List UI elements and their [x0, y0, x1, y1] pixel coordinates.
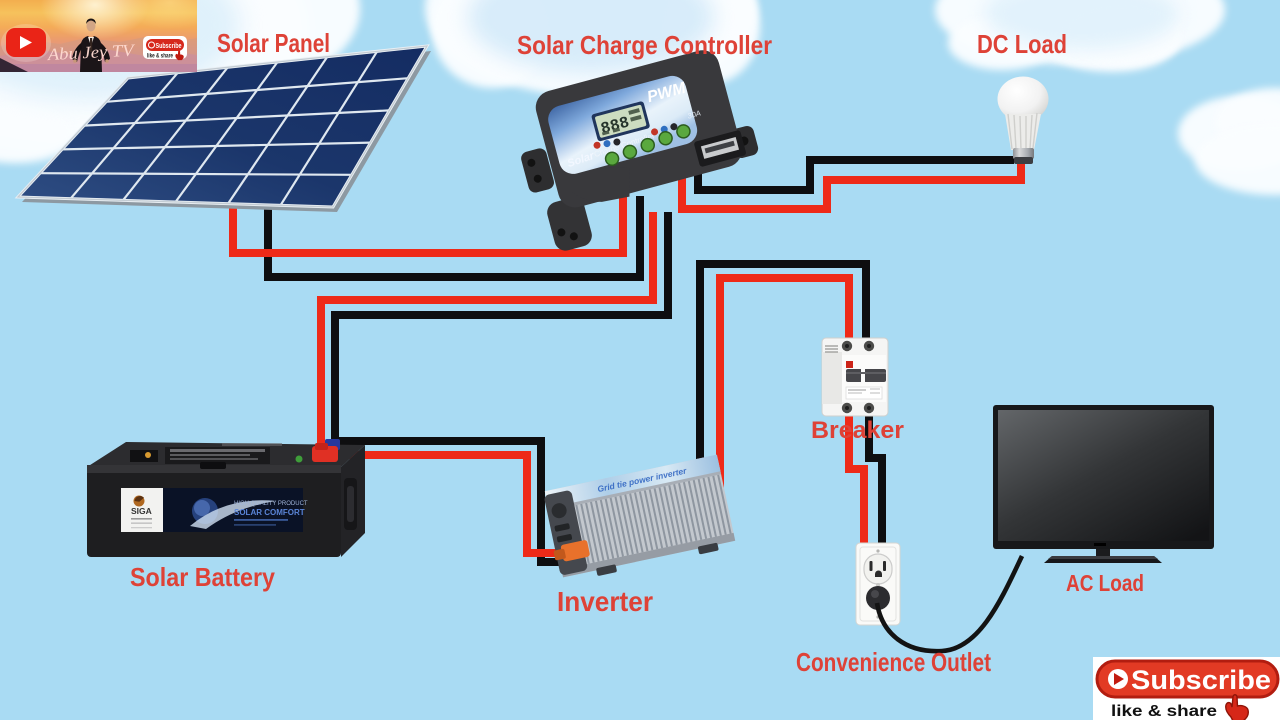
svg-text:Subscribe: Subscribe: [1131, 665, 1271, 695]
svg-text:Solar Charge Controller: Solar Charge Controller: [517, 30, 772, 60]
svg-text:Solar Panel: Solar Panel: [217, 28, 330, 58]
svg-text:DC Load: DC Load: [977, 29, 1067, 59]
svg-text:SIGA: SIGA: [131, 506, 152, 516]
svg-text:HIGH QUALITY PRODUCT: HIGH QUALITY PRODUCT: [234, 501, 308, 507]
svg-text:Convenience Outlet: Convenience Outlet: [796, 647, 991, 677]
svg-text:Inverter: Inverter: [557, 586, 653, 617]
svg-text:30A: 30A: [686, 108, 701, 120]
svg-text:like & share: like & share: [147, 54, 174, 60]
svg-text:Breaker: Breaker: [811, 417, 904, 444]
svg-text:SOLAR COMFORT: SOLAR COMFORT: [234, 508, 305, 517]
svg-text:Solar Battery: Solar Battery: [130, 562, 275, 592]
svg-text:AC Load: AC Load: [1066, 570, 1144, 596]
svg-text:Abu Jey TV: Abu Jey TV: [46, 40, 137, 64]
svg-text:like & share: like & share: [1111, 703, 1217, 720]
svg-text:Subscribe: Subscribe: [156, 41, 182, 50]
